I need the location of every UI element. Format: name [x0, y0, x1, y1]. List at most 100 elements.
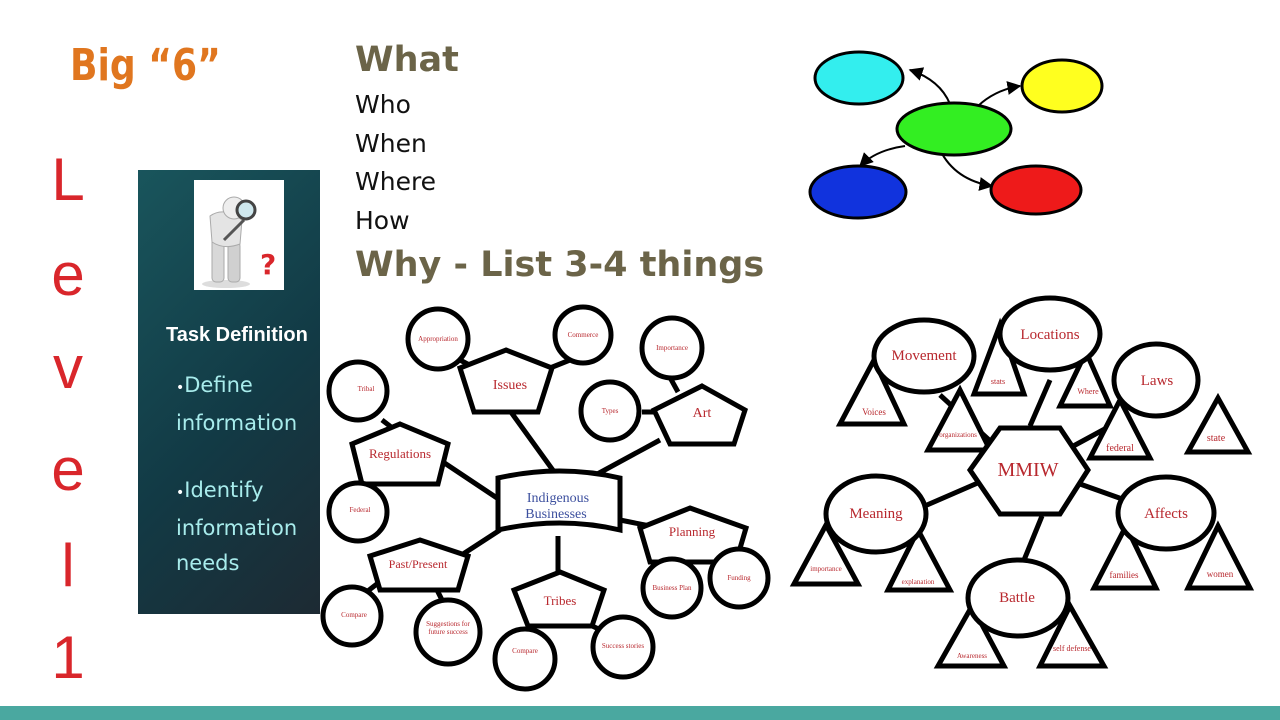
level-letter: v [53, 334, 83, 401]
leaf-triangle [1035, 600, 1109, 669]
leaf-types [578, 379, 642, 443]
flow-node-blue [808, 164, 908, 220]
node-movement [871, 317, 977, 395]
footer-accent-bar [0, 706, 1280, 720]
businesses-mind-map: Indigenous Businesses Issues Art Regulat… [320, 304, 771, 692]
node-label: Tribes [544, 593, 577, 608]
leaf-label: stats [991, 377, 1005, 386]
panel-item-text: Define information [176, 373, 298, 435]
leaf-label: Importance [656, 344, 688, 352]
leaf-label: Compare [512, 647, 538, 655]
leaf-label: Suggestions for future success [426, 620, 470, 636]
leaf-compare [492, 626, 558, 692]
node-past-present [366, 537, 472, 593]
node-label: Regulations [369, 446, 431, 461]
flow-node-yellow [1020, 58, 1104, 114]
leaf-label-wrap: Suggestions for future success [426, 620, 470, 636]
task-definition-panel: ? Task Definition •Define information •I… [138, 170, 320, 614]
flow-arrow [908, 67, 951, 105]
node-affects [1115, 474, 1217, 552]
flow-node-red [989, 164, 1083, 216]
bullet: • [176, 485, 185, 501]
level-letter: L [51, 146, 85, 213]
node-art [650, 383, 749, 447]
leaf-label: Appropriation [418, 335, 458, 343]
node-label: Planning [669, 524, 716, 539]
leaf-success-stories [590, 614, 656, 680]
leaf-label: importance [810, 565, 842, 573]
node-label: Past/Present [389, 557, 448, 571]
detective-figure-image: ? [194, 180, 284, 290]
node-label: Meaning [849, 506, 903, 522]
leaf-triangle [1089, 520, 1160, 591]
question-how: How [355, 206, 410, 235]
leaf-label: federal [1106, 443, 1134, 454]
level-letter: e [51, 241, 85, 308]
leaf-compare [320, 584, 384, 648]
node-label: Affects [1144, 506, 1188, 522]
leaf-label: explanation [902, 578, 935, 586]
leaf-triangle [1184, 520, 1255, 591]
businesses-center-banner [495, 468, 623, 534]
flow-node-cyan [813, 50, 905, 106]
color-flow-diagram [808, 50, 1104, 220]
node-regulations [349, 421, 451, 487]
leaf-tribal [326, 359, 390, 423]
leaf-commerce [552, 304, 614, 366]
leaf-label: Compare [341, 611, 367, 619]
leaf-triangle [789, 519, 863, 587]
leaf-label: Success stories [602, 642, 644, 650]
node-locations [997, 295, 1103, 373]
leaf-label: Voices [862, 407, 886, 417]
leaf-triangle [1056, 346, 1114, 409]
leaf-label: women [1207, 569, 1234, 579]
leaf-importance [639, 315, 705, 381]
leaf-label: Commerce [568, 331, 599, 339]
question-who: Who [355, 90, 411, 119]
leaf-triangle [835, 354, 908, 427]
question-why: Why - List 3-4 things [355, 245, 765, 285]
leaf-label: Types [602, 407, 619, 415]
leaf-label: families [1110, 570, 1139, 580]
center-label-line2: Businesses [525, 507, 586, 522]
leaf-appropriation [405, 306, 471, 372]
node-label: Art [693, 406, 712, 421]
leaf-label: Tribal [358, 385, 375, 393]
leaf-triangle [1085, 394, 1155, 461]
level-letter: l [61, 532, 75, 599]
panel-item: •Identify information needs [176, 473, 326, 581]
panel-heading: Task Definition [166, 324, 308, 346]
leaf-funding [707, 546, 771, 610]
leaf-label: Funding [727, 574, 751, 582]
center-label-line1: Indigenous [527, 491, 589, 506]
mmiw-mind-map: MMIW Movement Locations Laws Meaning Aff… [789, 295, 1255, 669]
node-planning [636, 505, 750, 565]
leaf-triangle [883, 524, 955, 593]
node-battle [965, 557, 1071, 639]
mmiw-center-hexagon [966, 425, 1091, 517]
leaf-triangle [923, 384, 995, 453]
node-laws [1111, 341, 1201, 419]
level-letter: 1 [51, 624, 85, 691]
leaf-label: Where [1077, 387, 1099, 396]
leaf-label: state [1207, 433, 1226, 444]
leaf-triangle [933, 600, 1009, 669]
leaf-business-plan [640, 556, 704, 620]
flow-arrow [859, 145, 906, 167]
node-label: Locations [1020, 327, 1079, 343]
flow-arrow [977, 81, 1022, 107]
leaf-label: self defense [1053, 644, 1091, 653]
leaf-label: Awareness [957, 652, 987, 660]
node-meaning [823, 473, 929, 555]
leaf-label: Federal [350, 506, 371, 514]
question-when: When [355, 129, 427, 158]
node-label: Movement [892, 348, 958, 364]
panel-item: •Define information [176, 368, 326, 441]
node-label: Battle [999, 590, 1035, 606]
svg-text:?: ? [260, 248, 276, 281]
mmiw-center-label: MMIW [997, 459, 1058, 481]
panel-item-text: Identify information needs [176, 478, 298, 575]
leaf-triangle [1183, 392, 1253, 455]
